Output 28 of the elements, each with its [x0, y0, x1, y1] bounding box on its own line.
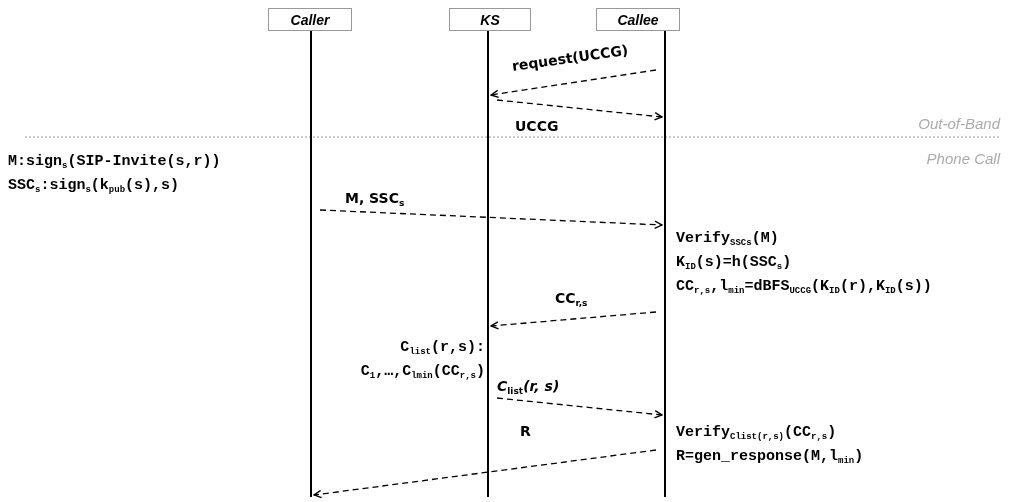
edge-label: C$_{list}$(r, s) [497, 378, 560, 396]
participant-box: Caller [268, 8, 352, 31]
edge-label: M, SSC$_{s}$ [345, 190, 405, 208]
section-label: Phone Call [926, 150, 1000, 167]
lifeline [664, 31, 666, 497]
edge-label: UCCG [515, 118, 559, 134]
section-label: Out-of-Band [918, 115, 1000, 132]
message-arrow [319, 209, 663, 229]
message-arrow [490, 311, 657, 330]
message-arrow [496, 99, 663, 121]
message-arrow [496, 397, 663, 419]
formula-text: M:sign$_{s}$(SIP-Invite(s,r)) [8, 153, 221, 171]
edge-label: CC$_{r,s}$ [555, 290, 588, 308]
formula-text: C$_{list}$(r,s): [400, 339, 485, 357]
formula-text: K$_{ID}$(s)=h(SSC$_{s}$) [676, 254, 792, 272]
lifeline [310, 31, 312, 497]
formula-text: R=gen_response(M,l$_{min}$) [676, 448, 864, 466]
participant-box: Callee [596, 8, 680, 31]
formula-text: C$_{1}$,…,C$_{lmin}$(CC$_{r,s}$) [360, 363, 485, 381]
formula-text: Verify$_{Clist(r,s)}$(CC$_{r,s}$) [676, 424, 837, 442]
lifeline [487, 31, 489, 497]
formula-text: Verify$_{SSCs}$(M) [676, 230, 779, 248]
message-arrow [313, 449, 657, 499]
edge-label: R [520, 423, 531, 439]
formula-text: CC$_{r,s}$,l$_{min}$=dBFS$_{UCCG}$(K$_{ID}$(r),K$_{ID}$(s)) [676, 278, 932, 296]
message-arrow [490, 69, 657, 99]
formula-text: SSC$_{s}$:sign$_{s}$(k$_{pub}$(s),s) [8, 177, 180, 195]
participant-box: KS [449, 8, 531, 31]
